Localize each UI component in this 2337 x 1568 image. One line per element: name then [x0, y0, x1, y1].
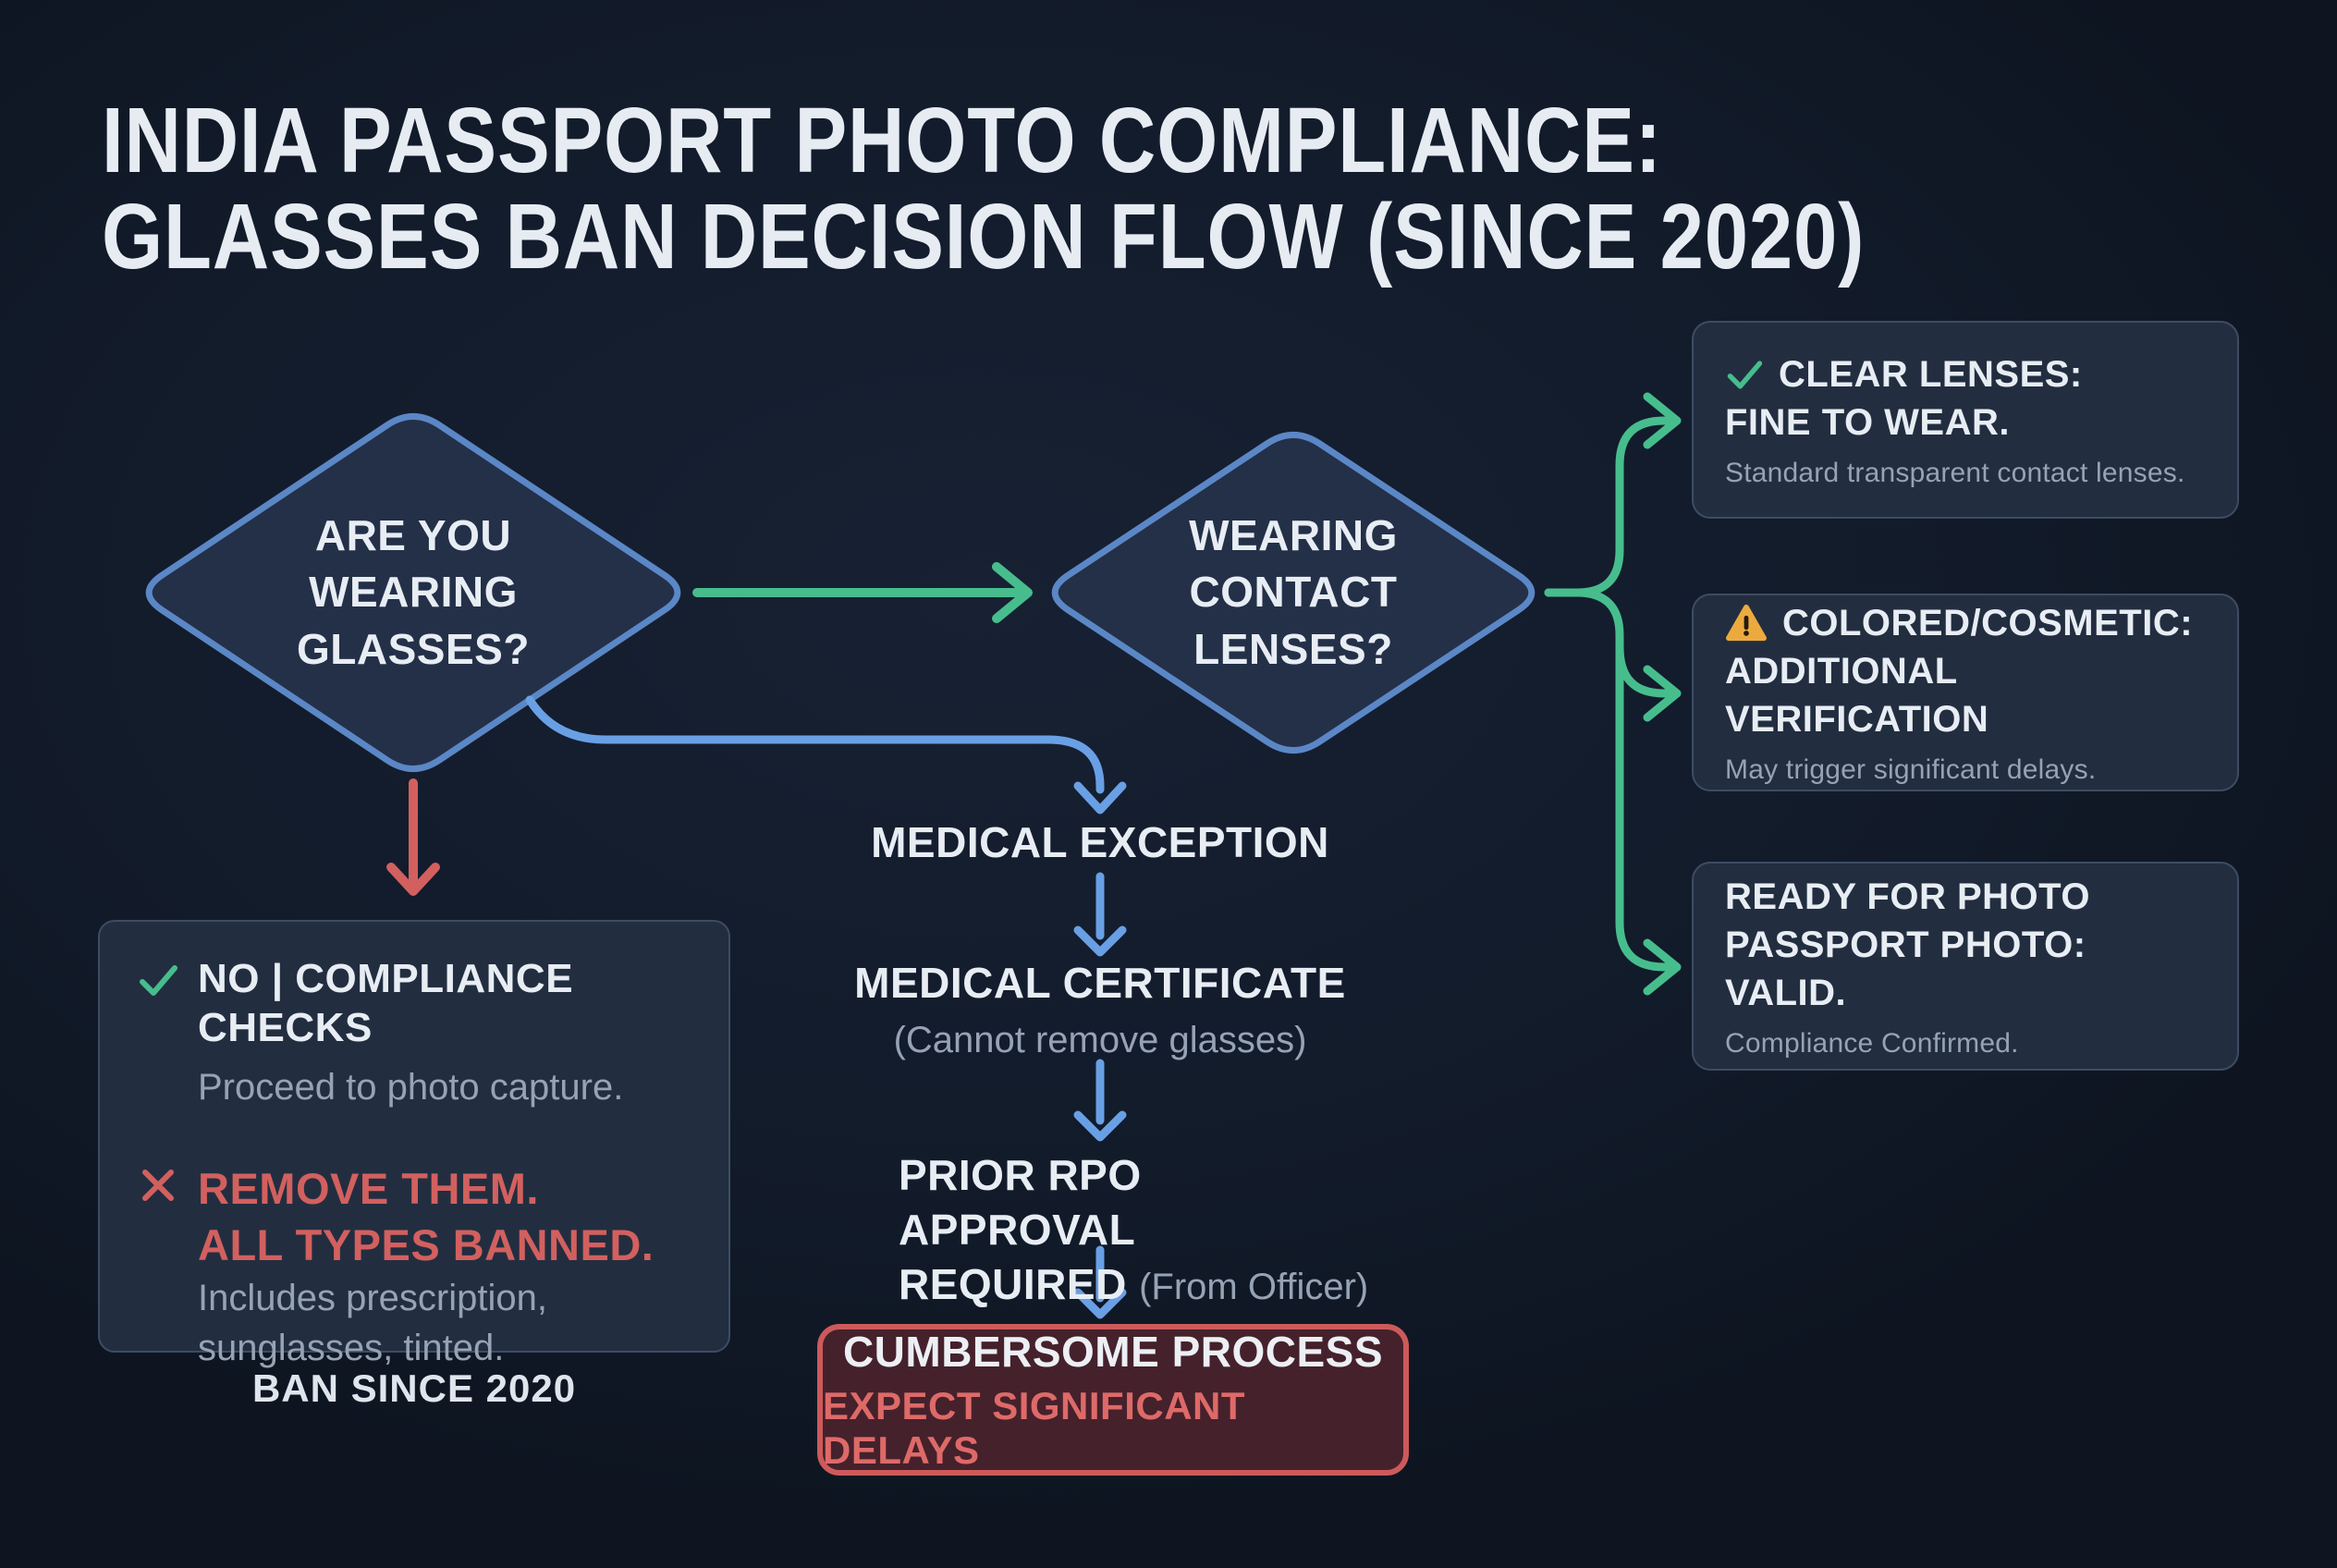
rpo-approval-note: (From Officer) [1139, 1266, 1369, 1307]
decision-contacts-diamond [1051, 432, 1536, 753]
compliance-no-line1: REMOVE THEM. [198, 1163, 539, 1213]
medical-exception-step: MEDICAL EXCEPTION [871, 818, 1329, 866]
clear-lenses-title2: FINE TO WEAR. [1725, 402, 2010, 443]
decision-glasses-line: GLASSES? [297, 624, 530, 673]
decision-glasses-line: ARE YOU [314, 510, 512, 559]
branch-contacts-to-colored [1615, 643, 1672, 698]
compliance-yes-sub: Proceed to photo capture. [198, 1066, 624, 1108]
compliance-no-row: REMOVE THEM. ALL TYPES BANNED. Includes … [137, 1160, 691, 1373]
colored-cosmetic-title1-row: COLORED/COSMETIC: [1725, 599, 2206, 647]
compliance-no-sub2: sunglasses, tinted. [198, 1327, 505, 1368]
decision-contacts-line: LENSES? [1193, 624, 1393, 673]
cumbersome-process-box: CUMBERSOME PROCESS EXPECT SIGNIFICANT DE… [817, 1324, 1409, 1476]
compliance-no-line2: ALL TYPES BANNED. [198, 1219, 655, 1269]
colored-cosmetic-title2: ADDITIONAL VERIFICATION [1725, 651, 1989, 740]
rpo-approval-required: REQUIRED [899, 1259, 1127, 1308]
compliance-no-sub1: Includes prescription, [198, 1277, 547, 1318]
rpo-approval-step: PRIOR RPO APPROVAL REQUIRED (From Office… [899, 1148, 1379, 1312]
arrow-rpo-to-outcome-head [1073, 1288, 1127, 1319]
arrow-exception-to-certificate-head [1073, 925, 1127, 957]
clear-lenses-card: CLEAR LENSES: FINE TO WEAR. Standard tra… [1692, 321, 2239, 519]
medical-certificate-step: MEDICAL CERTIFICATE (Cannot remove glass… [823, 958, 1377, 1061]
medical-certificate-title: MEDICAL CERTIFICATE [854, 959, 1346, 1007]
clear-lenses-title1-row: CLEAR LENSES: [1725, 350, 2206, 398]
branch-contacts-to-ready [1544, 588, 1672, 972]
decision-contacts-line: WEARING [1189, 510, 1398, 559]
title-line-2: GLASSES BAN DECISION FLOW (SINCE 2020) [102, 185, 1866, 288]
arrow-glasses-to-compliance-head [386, 863, 440, 896]
arrow-certificate-to-rpo-head [1073, 1110, 1127, 1142]
rpo-approval-line1: PRIOR RPO APPROVAL [899, 1151, 1142, 1254]
compliance-yes-row: NO | COMPLIANCE CHECKS [137, 955, 691, 1053]
decision-glasses-label: ARE YOU WEARING GLASSES? [228, 482, 598, 704]
rpo-approval-line2: REQUIRED (From Officer) [899, 1257, 1379, 1312]
colored-cosmetic-card: COLORED/COSMETIC: ADDITIONAL VERIFICATIO… [1692, 594, 2239, 791]
branch-ready-head [1643, 938, 1682, 996]
compliance-box: NO | COMPLIANCE CHECKS Proceed to photo … [98, 920, 730, 1368]
check-icon [1725, 355, 1764, 394]
decision-glasses-line: WEARING [309, 568, 518, 617]
check-icon [137, 959, 179, 1006]
arrow-glasses-to-contacts-head [992, 562, 1033, 623]
branch-contacts-to-clear [1544, 416, 1672, 597]
decision-glasses-diamond [145, 413, 681, 772]
cumbersome-process-sub: EXPECT SIGNIFICANT DELAYS [823, 1384, 1246, 1472]
medical-certificate-sub: (Cannot remove glasses) [893, 1020, 1307, 1061]
warning-icon [1725, 604, 1768, 643]
decision-contacts-line: CONTACT [1189, 568, 1398, 617]
title-line-1: INDIA PASSPORT PHOTO COMPLIANCE: [102, 89, 1662, 192]
compliance-yes-title: NO | COMPLIANCE CHECKS [198, 956, 574, 1050]
ready-for-photo-sub: Compliance Confirmed. [1725, 1028, 2019, 1059]
branch-clear-head [1643, 392, 1682, 449]
cross-icon [137, 1164, 179, 1211]
cumbersome-process-title: CUMBERSOME PROCESS [842, 1328, 1384, 1376]
arrow-glasses-to-medical-head [1073, 781, 1127, 815]
ready-for-photo-title1: READY FOR PHOTO [1725, 876, 2090, 917]
arrow-glasses-to-medical [525, 695, 1105, 794]
clear-lenses-sub: Standard transparent contact lenses. [1725, 458, 2185, 488]
ban-since-caption: BAN SINCE 2020 [251, 1366, 577, 1410]
colored-cosmetic-sub: May trigger significant delays. [1725, 754, 2097, 785]
ready-for-photo-card: READY FOR PHOTO PASSPORT PHOTO: VALID. C… [1692, 862, 2239, 1071]
ready-for-photo-title2: PASSPORT PHOTO: VALID. [1725, 925, 2086, 1013]
colored-cosmetic-title1: COLORED/COSMETIC: [1782, 603, 2194, 643]
clear-lenses-title1: CLEAR LENSES: [1779, 354, 2083, 395]
decision-contacts-label: WEARING CONTACT LENSES? [1108, 482, 1478, 704]
branch-colored-head [1643, 665, 1682, 722]
compliance-no-text: REMOVE THEM. ALL TYPES BANNED. Includes … [198, 1160, 654, 1373]
page-title: INDIA PASSPORT PHOTO COMPLIANCE: GLASSES… [102, 92, 1865, 285]
